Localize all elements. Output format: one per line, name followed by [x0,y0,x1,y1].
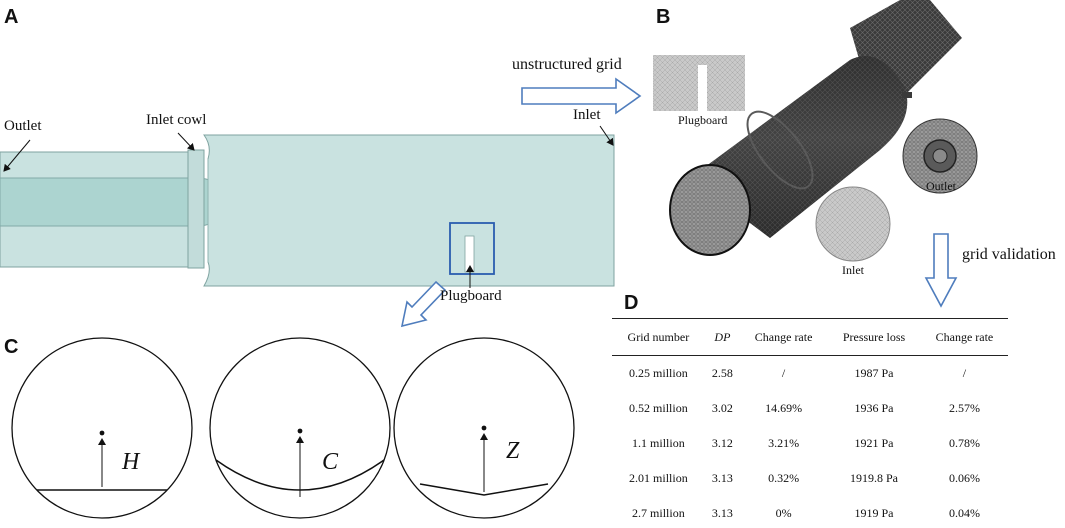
outlet-label: Outlet [4,118,42,134]
table-cell: / [781,366,786,380]
table-cell: 3.21% [768,436,800,450]
table-cell: 0.52 million [629,401,688,415]
table-cell: 14.69% [765,401,803,415]
table-header-row: Grid number DP Change rate Pressure loss… [612,318,1008,356]
table-cell: 1.1 million [632,436,685,450]
panel-c-shapes [11,337,575,519]
shape-label-z: Z [506,438,520,464]
table-cell: 0.25 million [629,366,688,380]
inlet-mesh-disc [815,186,891,262]
col-grid-number: Grid number [612,318,705,356]
table-cell: 3.12 [711,436,733,450]
panel-a-pipe [0,125,615,328]
col-pressure-loss: Pressure loss [827,318,921,356]
table-cell: 0.32% [768,471,800,485]
panel-label-c: C [4,336,19,358]
table-cell: 1919 Pa [827,496,921,528]
outlet-disc-label: Outlet [926,179,956,193]
table-cell: / [962,366,967,380]
inlet-disc-label: Inlet [842,263,864,277]
table-cell: 2.57% [948,401,980,415]
inset-plugboard-label: Plugboard [678,113,728,127]
inlet-label: Inlet [573,107,601,123]
grid-validation-label: grid validation [962,246,1056,263]
table-row: 1.1 million 3.12 3.21% 1921 Pa 0.78% [612,426,1008,461]
table-row: 0.52 million 3.02 14.69% 1936 Pa 2.57% [612,391,1008,426]
table-cell: 0.78% [948,436,980,450]
table-cell: 3.13 [704,496,741,528]
shape-label-h: H [122,449,140,475]
table-row: 0.25 million 2.58 / 1987 Pa / [612,356,1008,392]
table-row: 2.7 million 3.13 0% 1919 Pa 0.04% [612,496,1008,528]
panel-label-d: D [624,292,639,314]
panel-b-mesh [521,0,978,308]
arrow-unstructured-grid [521,77,642,115]
table-cell: 0% [740,496,828,528]
table-cell: 1921 Pa [854,436,894,450]
table-cell: 1919.8 Pa [850,471,898,485]
table-cell: 3.02 [711,401,733,415]
table-cell: 2.01 million [629,471,688,485]
table-cell: 0.06% [948,471,980,485]
shape-label-c: C [322,449,339,475]
table-cell: 3.13 [711,471,733,485]
table-cell: 1936 Pa [854,401,894,415]
inlet-cowl-label: Inlet cowl [146,112,207,128]
plugboard-label: Plugboard [440,288,502,304]
panel-label-a: A [4,6,19,28]
table-cell: 1987 Pa [854,366,894,380]
shape-circle-c [209,337,391,519]
table-cell: 2.7 million [612,496,705,528]
col-dp: DP [704,318,741,356]
grid-validation-table: Grid number DP Change rate Pressure loss… [612,318,1008,528]
shape-circle-h [11,337,193,519]
table-cell: 2.58 [711,366,733,380]
table-row: 2.01 million 3.13 0.32% 1919.8 Pa 0.06% [612,461,1008,496]
col-change-rate-dp: Change rate [740,318,828,356]
unstructured-grid-label: unstructured grid [512,56,622,73]
col-change-rate-loss: Change rate [920,318,1008,356]
arrow-grid-validation [924,233,958,308]
front-end-cap [669,164,751,256]
panel-label-b: B [656,6,671,28]
plugboard-highlight-box [449,222,495,275]
table-cell: 0.04% [920,496,1008,528]
arrow-to-panel-c [400,280,447,328]
